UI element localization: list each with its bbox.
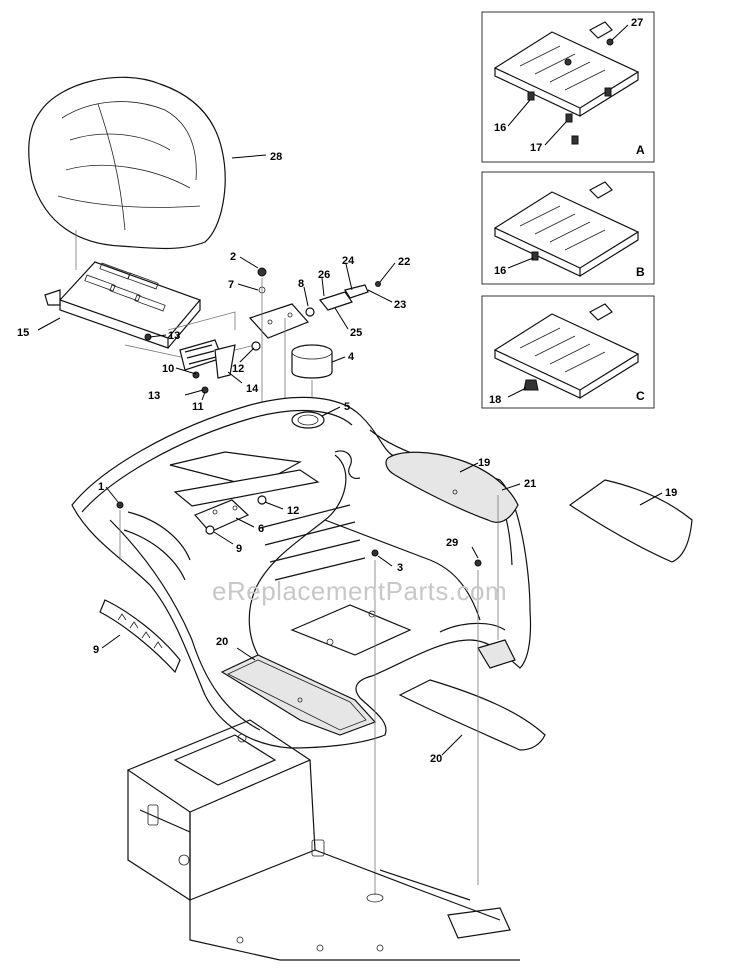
inset-c-seat-pan (493, 303, 640, 399)
callout-21: 21 (524, 478, 536, 490)
spring-bracket (179, 339, 236, 379)
callout-5: 7 (228, 279, 234, 291)
callout-20-b: 20 (430, 753, 442, 765)
callout-14: 14 (246, 383, 259, 395)
callout-13-a: 13 (168, 330, 180, 342)
callout-19-b: 19 (665, 487, 677, 499)
loose-rear-mat (568, 479, 693, 563)
callout-3: 3 (397, 562, 403, 574)
callout-17: 17 (530, 142, 542, 154)
callout-10: 10 (162, 363, 174, 375)
lever-bracket (193, 499, 250, 533)
seat-pan (44, 261, 202, 349)
callout-1: 1 (98, 481, 104, 493)
rear-mat (385, 451, 519, 523)
callout-23: 23 (394, 299, 406, 311)
seat-bracket (248, 303, 310, 339)
inset-label-c: C (636, 389, 645, 403)
callout-6: 5 (344, 401, 350, 413)
leader-lines (37, 24, 663, 756)
loose-floor-mat (398, 679, 546, 751)
watermark: eReplacementParts.com (212, 576, 507, 606)
callout-19-a: 19 (478, 457, 490, 469)
inset-label-a: A (636, 143, 645, 157)
callout-7: 9 (93, 644, 99, 656)
callout-12-a: 12 (232, 363, 244, 375)
callout-16-b: 16 (494, 265, 506, 277)
seat (28, 76, 226, 250)
inset-label-b: B (636, 265, 645, 279)
tractor-frame (126, 719, 520, 961)
callout-9-b: 9 (236, 543, 242, 555)
inset-c-frame (481, 295, 655, 409)
callout-4: 4 (348, 351, 355, 363)
callout-29: 29 (446, 537, 458, 549)
callout-26: 26 (318, 269, 330, 281)
callout-27: 27 (631, 17, 643, 29)
inset-b-seat-pan (493, 181, 640, 277)
inset-a-seat-pan (493, 21, 640, 117)
callout-28: 28 (270, 151, 282, 163)
callout-20-a: 20 (216, 636, 228, 648)
callout-labels: 28 2 7 8 26 24 22 23 25 4 5 15 13 10 12 … (17, 17, 677, 765)
callout-25: 25 (350, 327, 362, 339)
callout-8: 6 (258, 523, 264, 535)
inset-a-frame (481, 11, 655, 163)
callout-12-b: 12 (287, 505, 299, 517)
callout-18: 18 (489, 394, 501, 406)
callout-15: 15 (17, 327, 29, 339)
callout-16-a: 16 (494, 122, 506, 134)
callout-22: 22 (398, 256, 410, 268)
callout-9: 8 (298, 278, 304, 290)
callout-11: 11 (192, 401, 204, 413)
callout-2: 2 (230, 251, 236, 263)
callout-24: 24 (342, 255, 355, 267)
inset-b-frame (481, 171, 655, 285)
fuel-cap (291, 344, 333, 379)
callout-13-b: 13 (148, 390, 160, 402)
height-lever-plate (99, 599, 181, 674)
